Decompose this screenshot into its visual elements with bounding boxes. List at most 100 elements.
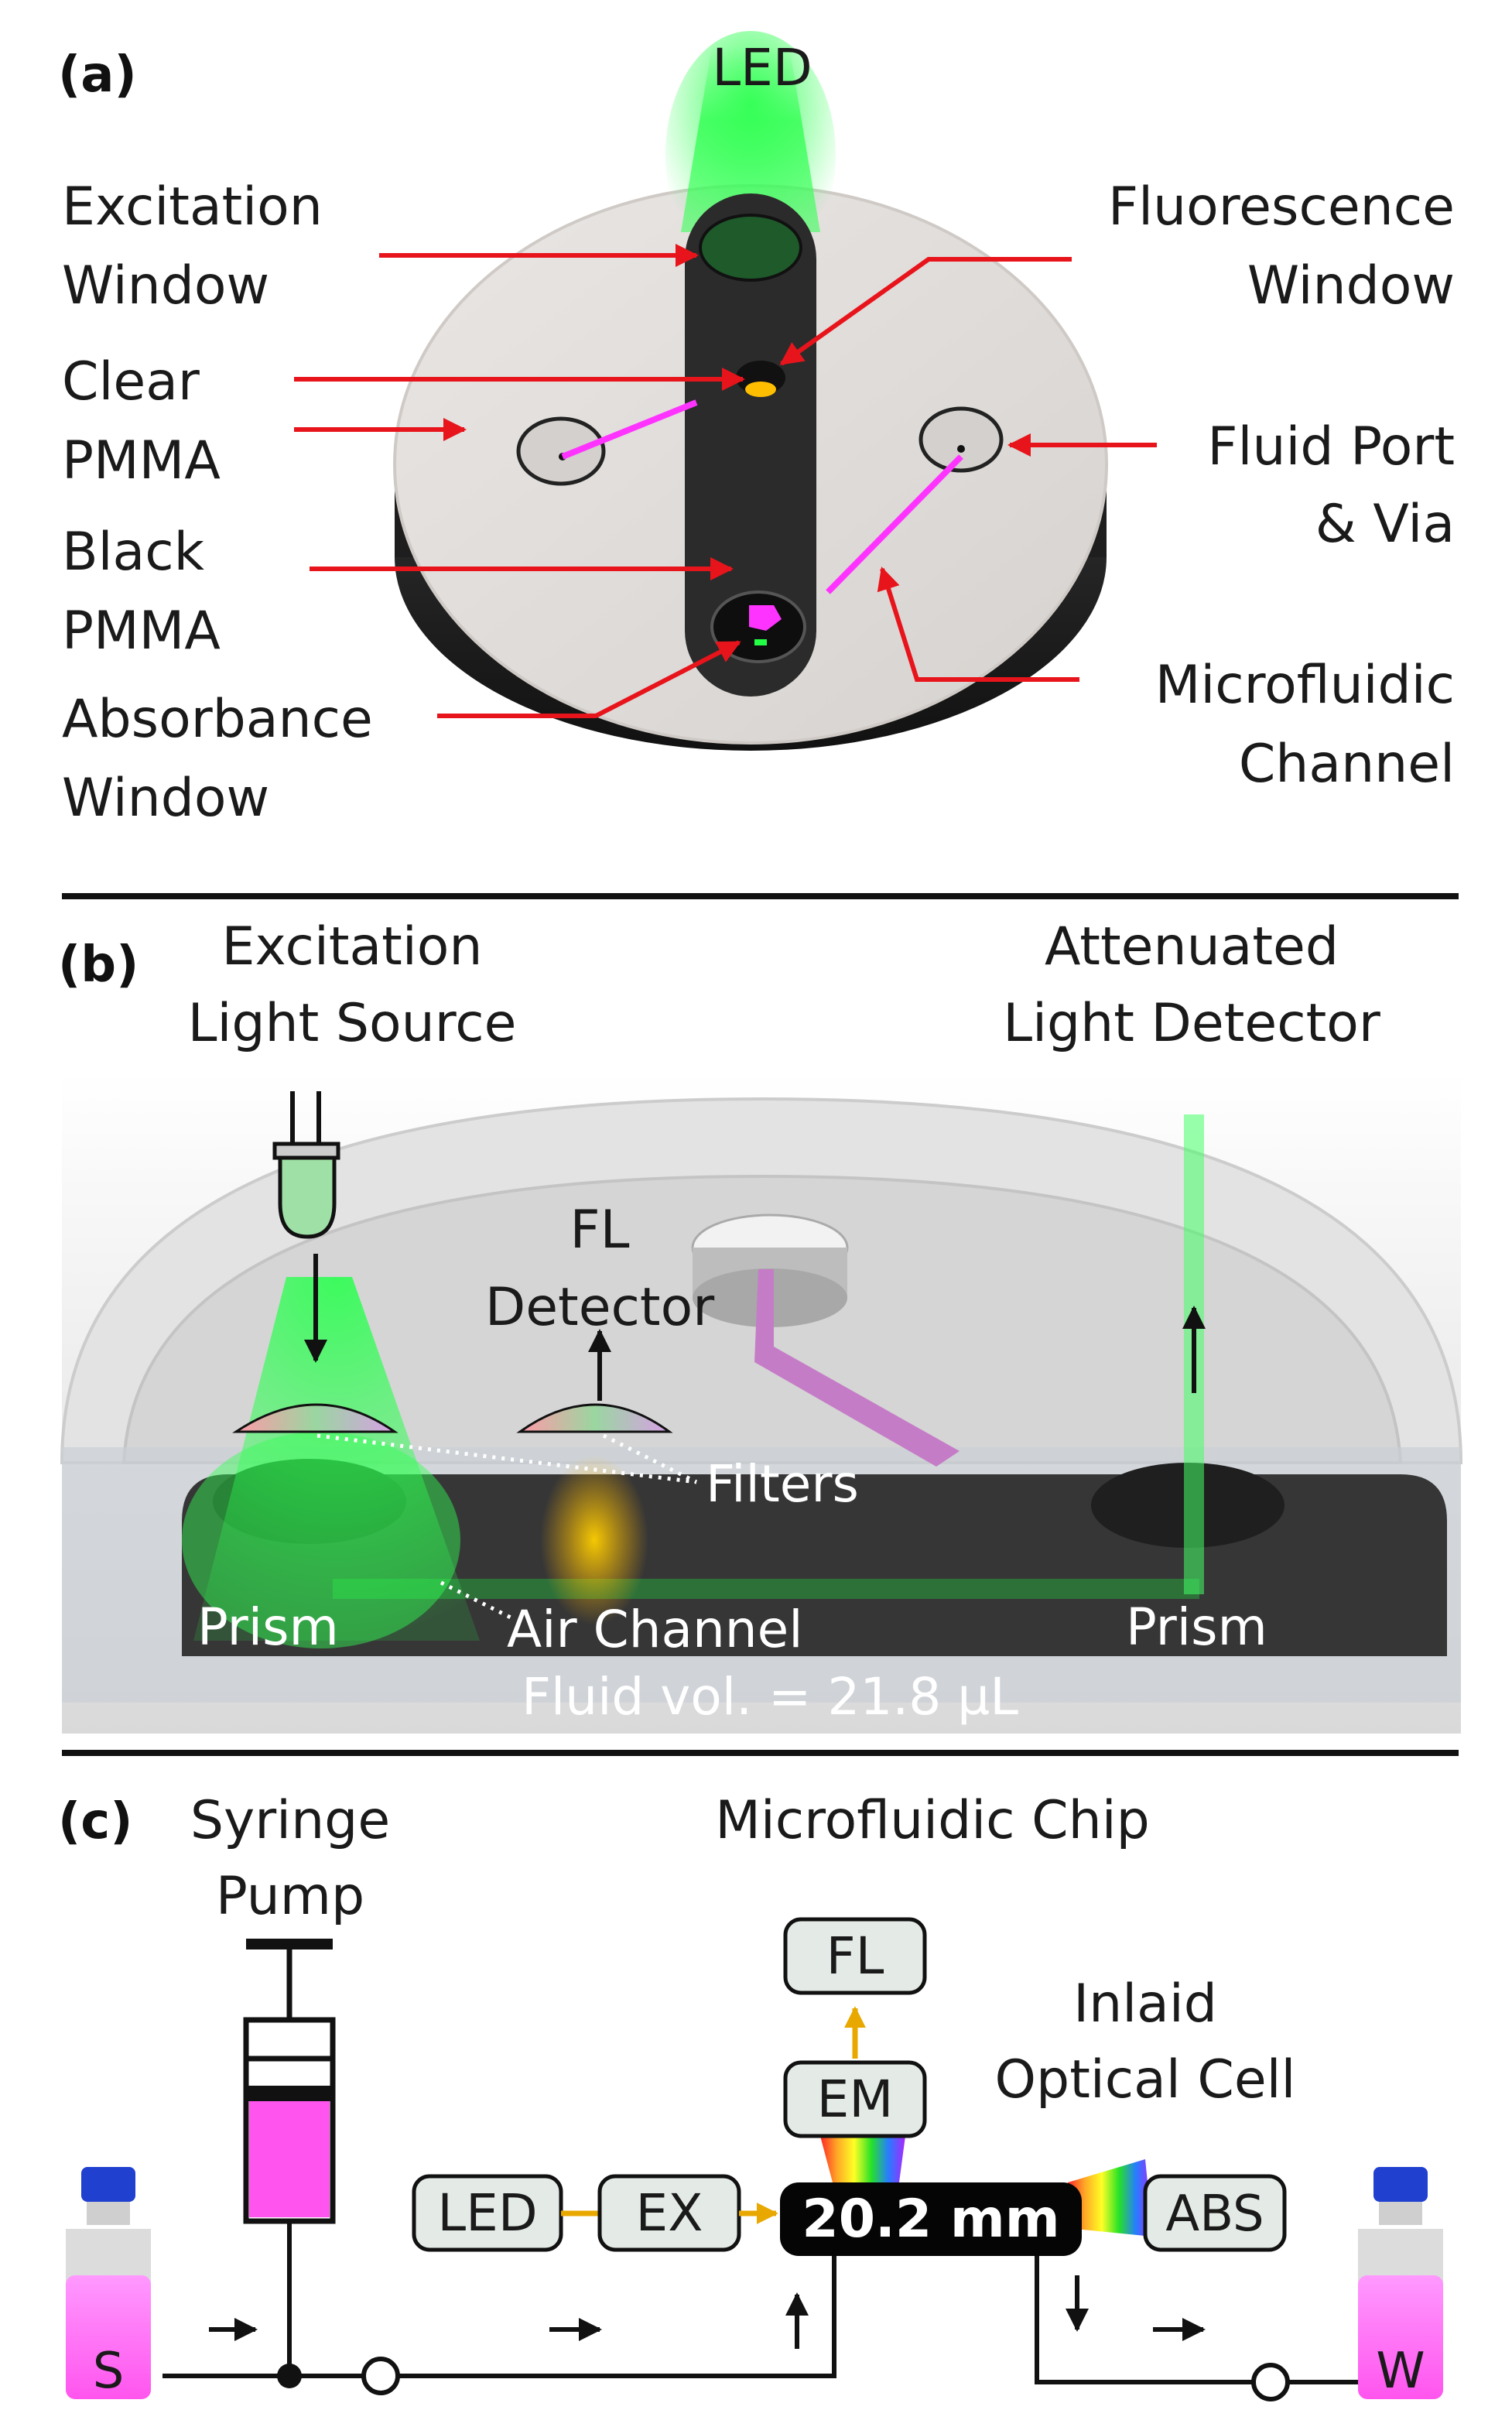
outlet-valve: [1251, 2363, 1290, 2401]
arrow-microfluidic-channel: [877, 567, 1079, 682]
panel-b-letter: (b): [58, 936, 139, 994]
junction-node: [277, 2364, 302, 2388]
excitation-source-label-2: Light Source: [188, 993, 517, 1054]
fl-detector-label-1: FL: [570, 1200, 630, 1261]
panel-a: (a) LED Excitation Window Fluorescence W…: [58, 31, 1455, 829]
clear-pmma-label-1: Clear: [62, 351, 200, 412]
inlaid-cell-label-1: Inlaid: [1073, 1973, 1217, 2035]
sample-bottle-neck: [87, 2202, 130, 2225]
box-fl-rect: [783, 1917, 927, 1995]
microfluidic-channel-label-1: Microfluidic: [1155, 655, 1455, 716]
panel-c-letter: (c): [58, 1793, 132, 1850]
leader-filter-left: [316, 1433, 697, 1484]
filter-leaders: [316, 1433, 698, 1620]
tubing-outlet: [1035, 2252, 1257, 2384]
syringe-pump-label-1: Syringe: [190, 1790, 390, 1851]
right-fluid-port: [918, 406, 1004, 473]
attenuated-detector-label-1: Attenuated: [1045, 916, 1339, 977]
absorbance-window-label-2: Window: [62, 768, 269, 829]
box-em-label: EM: [817, 2069, 894, 2129]
excitation-window-label-2: Window: [62, 255, 269, 317]
waste-bottle: W: [1358, 2167, 1443, 2400]
box-ex: EX: [597, 2174, 741, 2252]
panel-b: (b) Excitation Light Source Attenuated L…: [58, 916, 1463, 1734]
waste-bottle-neck: [1379, 2202, 1422, 2225]
syringe-pump-label-2: Pump: [216, 1866, 364, 1927]
fl-detector-label-2: Detector: [485, 1277, 714, 1338]
excitation-green-haze: [182, 1432, 460, 1648]
absorbance-window-label-1: Absorbance: [62, 689, 373, 750]
waste-bottle-liquid: [1358, 2275, 1443, 2399]
syringe-stopper: [246, 2086, 333, 2101]
chip-title-label: Microfluidic Chip: [715, 1790, 1150, 1851]
led-label: LED: [712, 38, 812, 98]
right-fluid-via: [957, 445, 965, 453]
sample-bottle: S: [66, 2167, 151, 2400]
box-fl: FL: [783, 1917, 927, 1995]
waste-bottle-label: W: [1376, 2343, 1425, 2400]
emission-spectrum-cone: [820, 2136, 905, 2194]
magenta-channel-3d: [754, 1269, 960, 1467]
syringe-liquid: [249, 2101, 330, 2217]
left-microchannel: [561, 399, 698, 460]
leader-filter-right: [602, 1433, 698, 1484]
fluorescence-yellow-glow: [540, 1455, 648, 1625]
tubing: [162, 2252, 1366, 2384]
optical-cell-bar: [780, 2182, 1082, 2256]
box-led: LED: [412, 2174, 563, 2252]
excitation-filter: [232, 1403, 399, 1433]
inlet-valve: [361, 2357, 400, 2395]
cell-length-label: 20.2 mm: [802, 2189, 1059, 2250]
left-fluid-port: [516, 416, 606, 486]
box-ex-label: EX: [636, 2183, 703, 2243]
led-rim: [272, 1142, 340, 1160]
box-fl-label: FL: [826, 1926, 884, 1986]
fluorescence-window-glow: [745, 382, 776, 397]
box-abs-rect: [1143, 2174, 1287, 2252]
fluorescence-window-label-1: Fluorescence: [1108, 176, 1455, 238]
sample-bottle-liquid: [66, 2275, 151, 2399]
syringe-plunger-top: [246, 1939, 333, 1949]
absorbance-spectrum-cone: [1068, 2159, 1153, 2237]
tubing-inlet: [162, 2252, 836, 2378]
attenuated-detector-label-2: Light Detector: [1003, 993, 1380, 1054]
prism-left-label: Prism: [197, 1597, 339, 1657]
sample-bottle-cap: [81, 2167, 135, 2202]
absorbance-window-green: [754, 639, 767, 645]
arrow-fluorescence-window: [779, 257, 1072, 366]
excitation-source-label-1: Excitation: [222, 916, 483, 977]
led-light-source: [272, 1091, 340, 1239]
absorbance-window-magenta: [749, 605, 782, 631]
box-em: EM: [783, 2060, 927, 2138]
fluid-port-label-2: & Via: [1315, 494, 1455, 555]
box-em-rect: [783, 2060, 927, 2138]
panel-a-letter: (a): [58, 46, 137, 104]
excitation-green-cone: [193, 1277, 480, 1641]
air-channel-label: Air Channel: [507, 1600, 803, 1659]
panel-a-callout-arrows: [294, 244, 1157, 718]
fluorescence-window-label-2: Window: [1247, 255, 1455, 317]
sample-bottle-label: S: [93, 2343, 125, 2400]
excitation-window-hole: [699, 214, 802, 282]
fluid-volume-label: Fluid vol. = 21.8 µL: [522, 1667, 1018, 1727]
leader-air-channel: [440, 1580, 512, 1620]
led-bulb: [278, 1155, 337, 1239]
right-microchannel: [826, 454, 963, 594]
prism-right-label: Prism: [1126, 1597, 1267, 1657]
filters-label: Filters: [706, 1454, 859, 1514]
box-abs-label: ABS: [1165, 2186, 1264, 2243]
panel-c: (c) Syringe Pump Microfluidic Chip Inlai…: [58, 1790, 1443, 2401]
excitation-window-label-1: Excitation: [62, 176, 323, 238]
black-pmma-label-2: PMMA: [62, 601, 221, 662]
microfluidic-channel-label-2: Channel: [1239, 734, 1455, 795]
fluid-port-label-1: Fluid Port: [1207, 416, 1455, 478]
waste-bottle-cap: [1373, 2167, 1428, 2202]
box-led-label: LED: [437, 2183, 537, 2243]
syringe: [243, 1939, 336, 2376]
clear-pmma-label-2: PMMA: [62, 430, 221, 491]
box-abs: ABS: [1143, 2174, 1287, 2252]
arrow-absorbance-window: [437, 640, 741, 718]
emission-filter: [516, 1403, 673, 1433]
air-channel-strip: [333, 1579, 1199, 1599]
